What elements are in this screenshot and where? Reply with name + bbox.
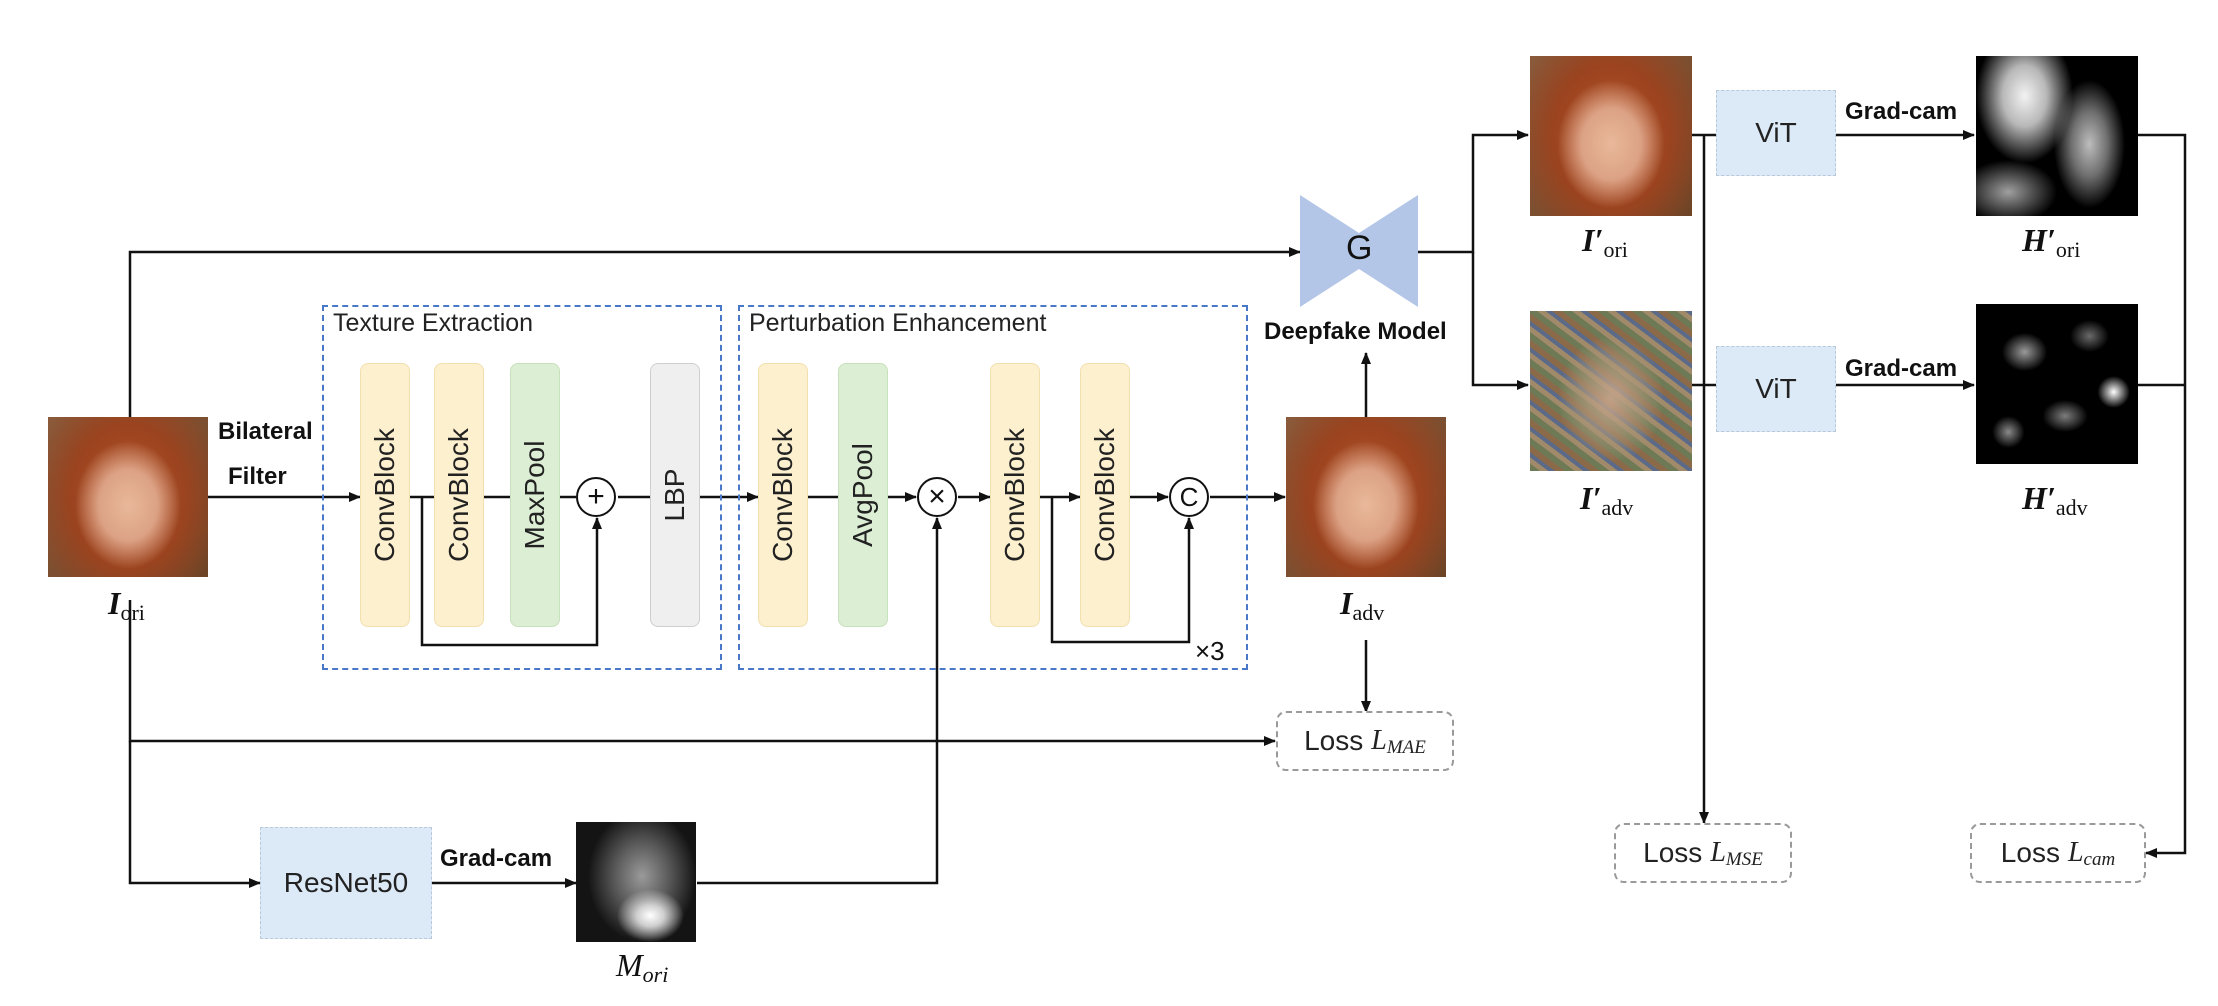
grad-cam-label-resnet: Grad-cam bbox=[440, 845, 553, 872]
perturb-convblock-2: ConvBlock bbox=[990, 363, 1040, 627]
add-operator: + bbox=[576, 477, 616, 517]
loss-symbol: L bbox=[2067, 837, 2084, 868]
grad-cam-label-vit-2: Grad-cam bbox=[1845, 355, 1958, 382]
network-label: ViT bbox=[1755, 117, 1797, 148]
generated-adversarial-face-image bbox=[1530, 311, 1692, 471]
var-sub: ori bbox=[2055, 237, 2081, 262]
h-ori-heatmap bbox=[1976, 56, 2138, 216]
perturbation-enhancement-title: Perturbation Enhancement bbox=[749, 309, 1047, 337]
texture-maxpool: MaxPool bbox=[510, 363, 560, 627]
var-main: I′ bbox=[1580, 480, 1602, 516]
var-main: I bbox=[108, 585, 121, 621]
block-label: ConvBlock bbox=[369, 428, 400, 562]
perturbation-enhancement-frame bbox=[738, 305, 1248, 670]
vit-box-1: ViT bbox=[1716, 90, 1836, 176]
grad-cam-label-vit-1: Grad-cam bbox=[1845, 98, 1958, 125]
loss-subscript: cam bbox=[2083, 849, 2116, 870]
label-hp-ori: H′ori bbox=[2022, 222, 2081, 262]
resnet50-box: ResNet50 bbox=[260, 827, 432, 939]
loss-word: Loss bbox=[1643, 837, 1703, 868]
label-i-adv: Iadv bbox=[1340, 585, 1385, 625]
concat-operator: C bbox=[1169, 477, 1209, 517]
var-main: M bbox=[616, 947, 643, 983]
h-adv-heatmap bbox=[1976, 304, 2138, 464]
loss-subscript: MAE bbox=[1386, 737, 1426, 758]
repeat-label: ×3 bbox=[1195, 636, 1225, 666]
loss-word: Loss bbox=[1304, 725, 1364, 756]
loss-symbol: L bbox=[1371, 725, 1387, 756]
block-label: ConvBlock bbox=[999, 428, 1030, 562]
loss-symbol: L bbox=[1710, 837, 1726, 868]
var-main: H′ bbox=[2022, 222, 2056, 258]
var-sub: ori bbox=[1603, 237, 1628, 262]
texture-lbp: LBP bbox=[650, 363, 700, 627]
var-sub: adv bbox=[1352, 600, 1385, 625]
label-i-ori: Iori bbox=[108, 585, 145, 625]
generator-label: G bbox=[1346, 229, 1373, 267]
block-label: AvgPool bbox=[847, 443, 878, 547]
var-sub: ori bbox=[642, 962, 669, 987]
block-label: MaxPool bbox=[519, 440, 550, 550]
original-face-image bbox=[48, 417, 208, 577]
block-label: ConvBlock bbox=[767, 428, 798, 562]
texture-convblock-1: ConvBlock bbox=[360, 363, 410, 627]
label-hp-adv: H′adv bbox=[2022, 480, 2088, 520]
var-sub: ori bbox=[120, 600, 145, 625]
multiply-operator: × bbox=[917, 477, 957, 517]
label-filter: Filter bbox=[228, 463, 287, 490]
generator-shape bbox=[1300, 195, 1418, 307]
texture-extraction-title: Texture Extraction bbox=[333, 309, 534, 337]
label-m-ori: Mori bbox=[616, 947, 669, 987]
deepfake-model-label: Deepfake Model bbox=[1264, 318, 1447, 345]
var-main: I′ bbox=[1582, 222, 1604, 258]
var-main: I bbox=[1340, 585, 1353, 621]
label-bilateral: Bilateral bbox=[218, 418, 313, 445]
label-ip-ori: I′ori bbox=[1582, 222, 1628, 262]
block-label: ConvBlock bbox=[443, 428, 474, 562]
network-label: ViT bbox=[1755, 373, 1797, 404]
loss-subscript: MSE bbox=[1725, 849, 1763, 870]
texture-convblock-2: ConvBlock bbox=[434, 363, 484, 627]
adversarial-face-image bbox=[1286, 417, 1446, 577]
label-ip-adv: I′adv bbox=[1580, 480, 1634, 520]
perturb-convblock-3: ConvBlock bbox=[1080, 363, 1130, 627]
vit-box-2: ViT bbox=[1716, 346, 1836, 432]
loss-word: Loss bbox=[2000, 837, 2060, 868]
perturb-avgpool: AvgPool bbox=[838, 363, 888, 627]
var-sub: adv bbox=[1601, 495, 1634, 520]
block-label: LBP bbox=[659, 468, 690, 522]
var-sub: adv bbox=[2055, 495, 2088, 520]
network-label: ResNet50 bbox=[283, 867, 409, 898]
var-main: H′ bbox=[2022, 480, 2056, 516]
texture-extraction-frame bbox=[322, 305, 722, 670]
m-ori-heatmap bbox=[576, 822, 696, 942]
block-label: ConvBlock bbox=[1089, 428, 1120, 562]
perturb-convblock-1: ConvBlock bbox=[758, 363, 808, 627]
generated-original-face-image bbox=[1530, 56, 1692, 216]
